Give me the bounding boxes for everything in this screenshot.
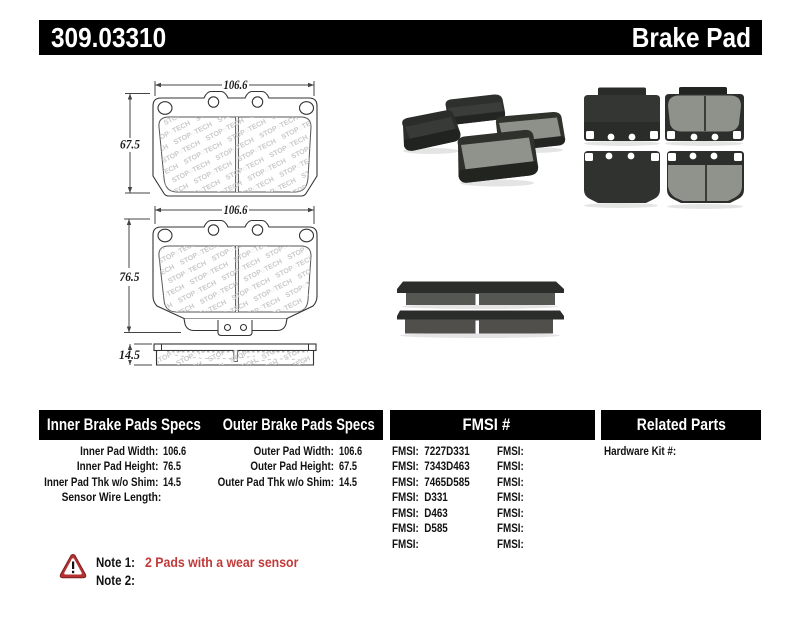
svg-text:14.5: 14.5 bbox=[119, 348, 140, 362]
svg-text:106.6: 106.6 bbox=[224, 78, 249, 92]
svg-text:STOP◌TECH STOP◌TECH STOP◌TEC: STOP◌TECH STOP◌TECH STOP◌TECH STOP◌TECH … bbox=[50, 236, 666, 555]
svg-text:67.5: 67.5 bbox=[120, 138, 140, 152]
svg-text:106.6: 106.6 bbox=[224, 203, 249, 217]
svg-text:76.5: 76.5 bbox=[120, 270, 140, 284]
